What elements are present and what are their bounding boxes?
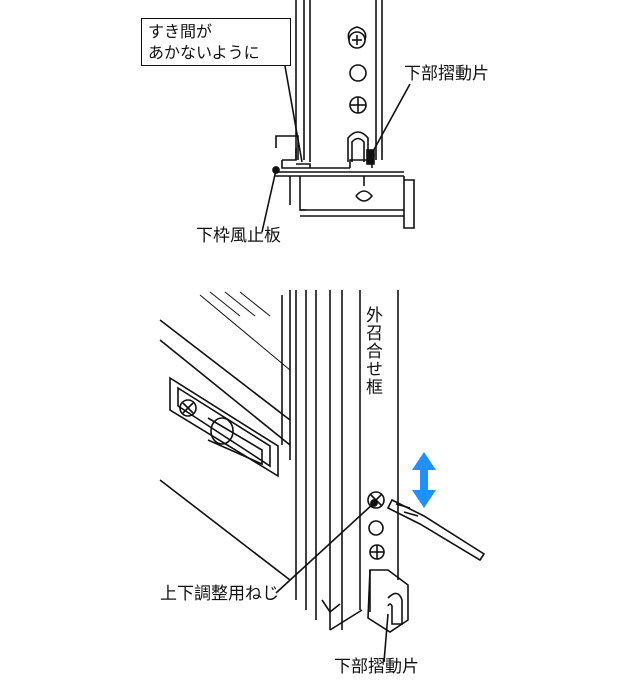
top-lower-frame	[275, 135, 415, 229]
top-hole-1	[349, 64, 367, 82]
screwdriver-icon	[386, 498, 486, 562]
top-leader-windstop	[261, 166, 280, 233]
bottom-figure	[159, 290, 486, 663]
up-down-arrow-icon	[412, 452, 436, 508]
bottom-crescent-lock	[169, 376, 279, 478]
label-wind-stop-plate: 下枠風止板	[196, 226, 281, 246]
top-hole-2	[349, 96, 367, 114]
bottom-leader-slide	[383, 613, 389, 663]
label-adjust-screw: 上下調整用ねじ	[160, 584, 279, 604]
bottom-left-sash	[159, 290, 291, 581]
top-leader-callout	[284, 65, 303, 163]
label-bottom-slide-piece: 下部摺動片	[334, 657, 419, 677]
label-outer-meeting-frame: 外召合せ框	[362, 306, 382, 396]
bottom-leader-screw	[275, 499, 378, 594]
top-sash-frame	[295, 0, 383, 162]
top-figure	[261, 0, 415, 233]
bottom-hole-1	[368, 520, 384, 536]
label-top-slide-piece: 下部摺動片	[404, 64, 489, 84]
top-leader-slide	[367, 83, 411, 159]
callout-line-2: あかないように	[148, 43, 260, 62]
bottom-slide-piece	[367, 569, 409, 633]
callout-box: すき間が あかないように	[141, 18, 291, 66]
bottom-frame-lines	[295, 290, 399, 631]
callout-line-1: すき間が	[148, 22, 213, 41]
top-adjust-screw-icon	[347, 26, 367, 49]
bottom-hole-2	[369, 544, 385, 560]
